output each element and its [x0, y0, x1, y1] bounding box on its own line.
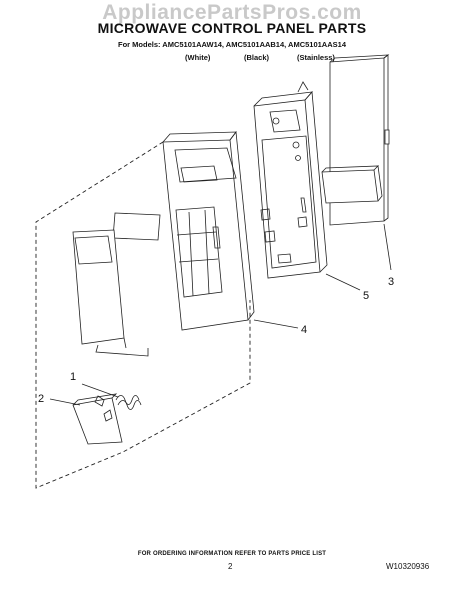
watermark: AppliancePartsPros.com — [102, 1, 362, 24]
keypad-overlay — [72, 229, 149, 357]
page-title: MICROWAVE CONTROL PANEL PARTS — [97, 20, 367, 36]
callout-5: 5 — [363, 290, 369, 302]
finish-white-label: (White) — [185, 53, 211, 62]
callout-1: 1 — [70, 371, 76, 383]
callout-4: 4 — [301, 324, 307, 336]
model-list: For Models: AMC5101AAW14, AMC5101AAB14, … — [118, 40, 346, 49]
document-number: W10320936 — [386, 562, 430, 571]
finish-black-label: (Black) — [244, 53, 270, 62]
page-number: 2 — [228, 562, 233, 571]
callout-3: 3 — [388, 276, 394, 288]
leader-line-4 — [253, 319, 299, 329]
part-2-release-lever — [72, 393, 123, 445]
assembly-outline-dashed — [35, 141, 251, 489]
part-3-bracket — [321, 169, 379, 204]
label-strip — [112, 212, 161, 241]
finish-stainless-label: (Stainless) — [297, 53, 335, 62]
part-5-control-frame — [253, 81, 328, 279]
part-4-console-housing — [162, 130, 255, 331]
leader-line-3 — [383, 223, 392, 271]
part-1-spring — [115, 395, 142, 410]
callout-2: 2 — [38, 393, 44, 405]
leader-line-2 — [49, 398, 81, 406]
leader-line-1 — [81, 383, 119, 398]
leader-line-5 — [325, 273, 361, 291]
part-3-back-cover — [321, 54, 390, 226]
ordering-note: FOR ORDERING INFORMATION REFER TO PARTS … — [137, 551, 327, 557]
